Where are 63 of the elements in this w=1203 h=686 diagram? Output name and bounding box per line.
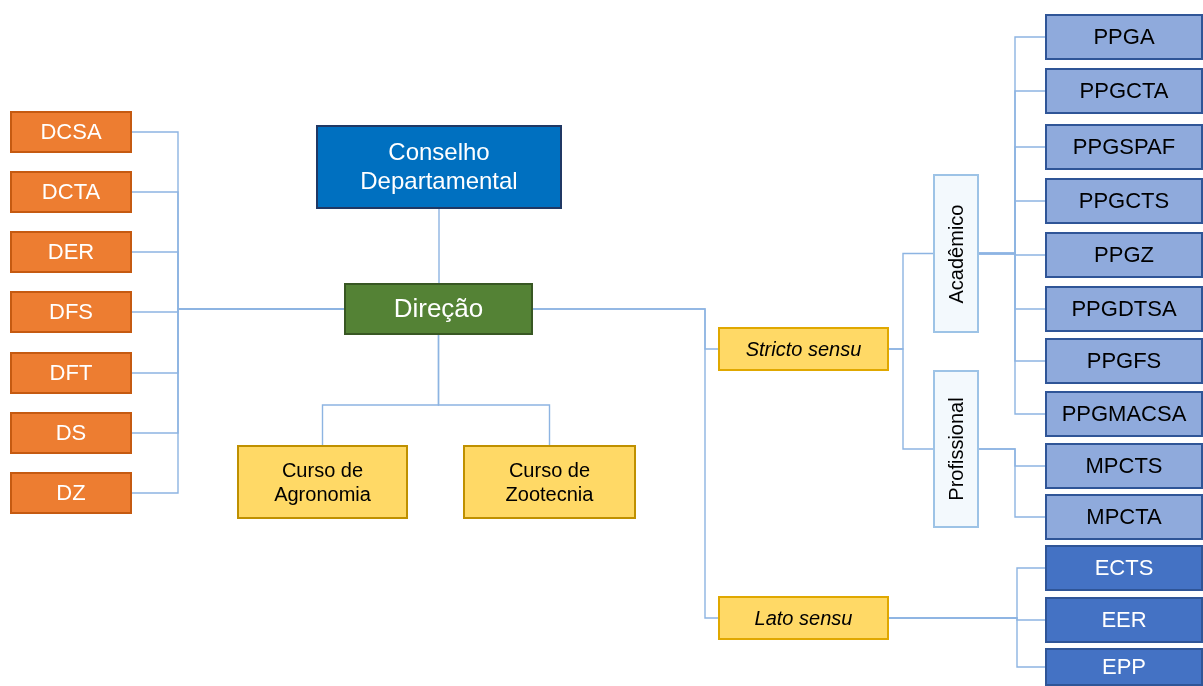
connector-line [978,252,1046,415]
node-label: PPGCTA [1079,77,1169,105]
program-box [1045,68,1203,114]
node-label: PPGSPAF [1072,133,1176,161]
program-box [1045,391,1203,437]
node-label: MPCTA [1086,503,1162,531]
category-box [933,370,979,528]
level-box [718,596,889,640]
connector-line [437,334,551,446]
specialization-box [1045,597,1203,643]
department-box [10,171,132,213]
node-label: PPGDTSA [1071,295,1177,323]
council-box [316,125,562,209]
node-label: DCTA [41,178,101,206]
specialization-box [1045,648,1203,686]
node-label: EER [1101,606,1147,634]
node-label: PPGCTS [1078,187,1170,215]
vertical-label: Acadêmico [944,204,968,303]
node-label: PPGA [1093,23,1155,51]
program-box [1045,178,1203,224]
node-label: PPGZ [1094,241,1154,269]
node-label: PPGMACSA [1061,400,1187,428]
vertical-label: Profissional [944,397,968,501]
department-box [10,472,132,514]
department-box [10,412,132,454]
program-box [1045,14,1203,60]
program-box [1045,232,1203,278]
node-label: Conselho Departamental [359,138,519,196]
node-label: PPGFS [1086,347,1162,375]
connector-line [978,448,1046,518]
department-box [10,231,132,273]
program-box [1045,494,1203,540]
level-box [718,327,889,371]
program-box [1045,286,1203,332]
department-box [10,291,132,333]
node-label: DFT [49,359,93,387]
department-box [10,111,132,153]
program-box [1045,338,1203,384]
node-label: Lato sensu [754,606,853,630]
node-label: Direção [393,293,484,325]
connector-line [888,617,1046,668]
node-label: DZ [56,479,86,507]
direction-box [344,283,533,335]
connector-line [438,208,440,284]
node-label: EPP [1102,653,1146,681]
department-box [10,352,132,394]
node-label: Stricto sensu [745,337,862,361]
course-box [237,445,408,519]
specialization-box [1045,545,1203,591]
node-label: ECTS [1094,554,1154,582]
program-box [1045,124,1203,170]
node-label: Curso de Agronomia [273,458,372,506]
category-box [933,174,979,333]
node-label: DS [55,419,87,447]
connector-line [888,348,934,450]
node-label: DFS [49,298,93,326]
node-label: DER [47,238,95,266]
node-label: MPCTS [1085,452,1163,480]
course-box [463,445,636,519]
program-box [1045,443,1203,489]
connector-line [532,308,719,619]
node-label: Curso de Zootecnia [504,458,595,506]
node-label: DCSA [40,118,102,146]
